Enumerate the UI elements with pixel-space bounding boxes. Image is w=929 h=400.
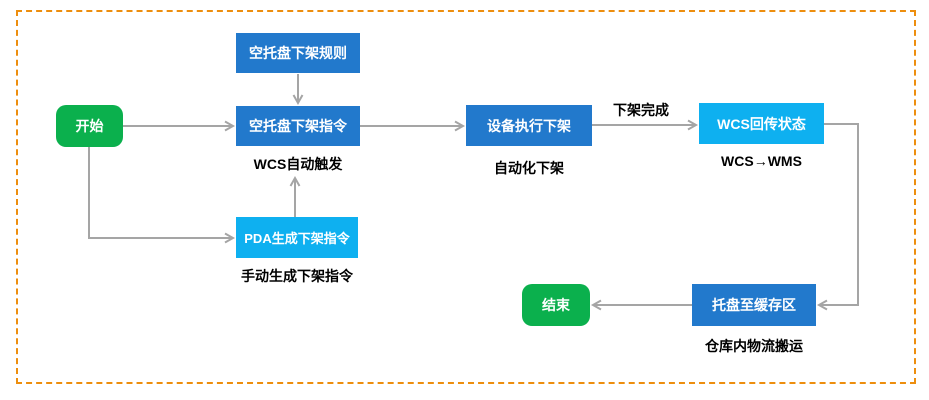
edge-wcs-to-buffer [816, 123, 859, 311]
node-wcs-status: WCS回传状态 [699, 103, 824, 144]
sublabel-manual-generate: 手动生成下架指令 [241, 268, 353, 284]
node-device-execute: 设备执行下架 [466, 105, 592, 146]
node-end: 结束 [522, 284, 590, 326]
edge-label-downshelf-complete: 下架完成 [613, 102, 669, 118]
sublabel-wcs-to-wms: WCS→WMS [721, 153, 802, 169]
node-start: 开始 [56, 105, 123, 147]
sublabel-warehouse-logistics: 仓库内物流搬运 [705, 338, 803, 354]
node-pallet-to-buffer: 托盘至缓存区 [692, 284, 816, 326]
node-empty-pallet-command: 空托盘下架指令 [236, 106, 360, 146]
node-pda-command: PDA生成下架指令 [236, 217, 358, 258]
node-empty-pallet-rule: 空托盘下架规则 [236, 33, 360, 73]
sublabel-wcs-auto-trigger: WCS自动触发 [253, 156, 343, 172]
sublabel-automated-downshelf: 自动化下架 [494, 160, 564, 176]
edge-start-to-pda [88, 147, 236, 244]
